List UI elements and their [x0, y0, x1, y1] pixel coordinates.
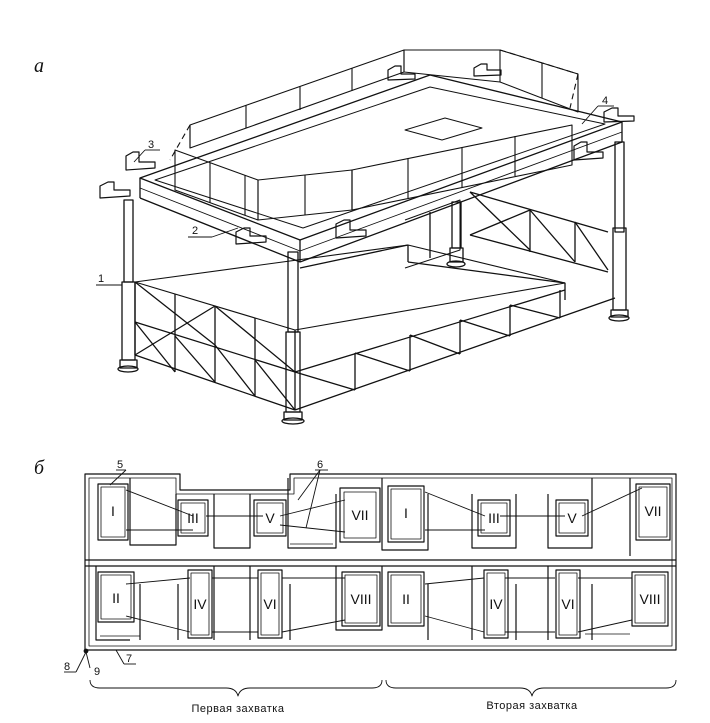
callout-leaders-bottom: [64, 469, 328, 673]
deck-slab: [139, 74, 623, 263]
section-second: Вторая захватка: [486, 700, 578, 712]
callout-8: 8: [64, 661, 70, 673]
formwork-clamps: [99, 63, 635, 245]
formwork-cells-top: [97, 483, 671, 543]
plan-layout: I III V VII I III V VII II IV VI VIII II…: [64, 459, 677, 715]
cell-bottom-2: IV: [193, 596, 207, 612]
cell-top-2: III: [187, 510, 199, 526]
part-label-a: а: [34, 55, 44, 77]
cell-bottom-6: IV: [489, 596, 503, 612]
cell-bottom-3: VI: [263, 596, 276, 612]
support-columns: [117, 141, 630, 425]
cell-top-8: VII: [644, 503, 661, 519]
back-fence: [169, 49, 579, 161]
cell-top-6: III: [488, 510, 500, 526]
callout-2: 2: [192, 225, 198, 237]
callout-7: 7: [126, 653, 132, 665]
callout-4: 4: [602, 95, 608, 107]
cell-top-3: V: [265, 510, 275, 526]
lower-frame: [134, 191, 616, 411]
cell-top-4: VII: [351, 507, 368, 523]
cell-connections: [125, 487, 643, 633]
front-fence: [174, 124, 573, 221]
cell-bottom-8: VIII: [639, 591, 660, 607]
section-braces: [89, 679, 677, 697]
section-first: Первая захватка: [192, 703, 285, 715]
cell-bottom-4: VIII: [350, 591, 371, 607]
part-label-b: б: [34, 457, 45, 479]
callout-6: 6: [317, 459, 323, 471]
callout-9: 9: [94, 666, 100, 678]
callout-leaders-top: [96, 105, 614, 286]
cell-top-1: I: [111, 503, 115, 519]
cell-top-7: V: [567, 510, 577, 526]
cell-bottom-7: VI: [561, 596, 574, 612]
callout-3: 3: [148, 139, 154, 151]
isometric-formwork: 1 2 3 4: [96, 49, 635, 425]
formwork-cells-bottom: [97, 569, 669, 639]
deck-hatch: [404, 117, 483, 141]
cell-bottom-1: II: [112, 590, 120, 606]
callout-1: 1: [98, 273, 104, 285]
cell-bottom-5: II: [402, 591, 410, 607]
cell-top-5: I: [404, 505, 408, 521]
callout-5: 5: [117, 459, 123, 471]
